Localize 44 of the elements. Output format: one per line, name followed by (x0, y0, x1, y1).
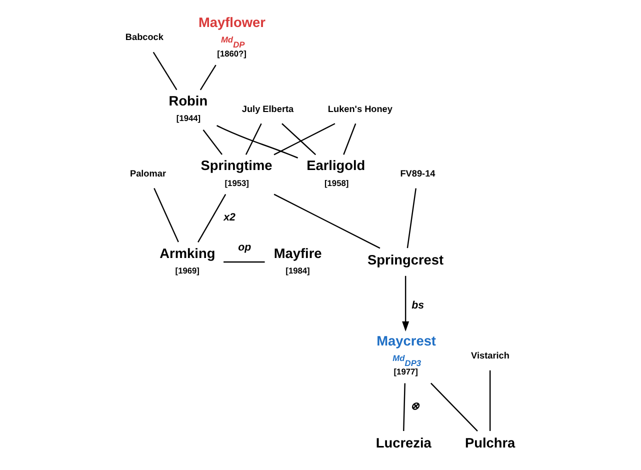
connector (152, 52, 178, 90)
node-text: Mayflower (198, 15, 266, 30)
node-text: Palomar (130, 168, 166, 178)
node-text: Mayfire (274, 246, 322, 261)
node-label: [1860?] (217, 48, 246, 58)
connector (198, 194, 226, 243)
node-label: [1984] (286, 265, 310, 276)
node-text: Maycrest (376, 333, 436, 348)
node-text: Springtime (200, 158, 272, 174)
connector (274, 123, 336, 156)
node-text: July Elberta (242, 104, 294, 114)
edge-label: bs (412, 299, 424, 312)
connector (274, 194, 380, 249)
node-label: [1944] (176, 113, 201, 124)
connector (224, 261, 265, 263)
connector (430, 382, 478, 432)
connector (245, 123, 262, 155)
node-text: Babcock (125, 32, 164, 42)
edge-label: x2 (224, 212, 236, 224)
connector (200, 64, 216, 90)
connector (343, 123, 356, 155)
connector (489, 370, 491, 431)
node-text: Armking (160, 246, 216, 261)
node-text: Luken's Honey (328, 104, 392, 114)
node-text: FV89-14 (400, 168, 436, 178)
node-text: Lucrezia (376, 435, 432, 450)
node-text: Earligold (306, 158, 366, 174)
edge-label: op (238, 241, 252, 254)
node-text: Robin (168, 94, 208, 109)
connector (406, 188, 416, 248)
connector (202, 129, 222, 155)
node-label: [1953] (224, 178, 249, 188)
connector (282, 123, 316, 156)
connector (403, 383, 406, 432)
connector (154, 188, 179, 242)
node-text: Pulchra (464, 435, 516, 450)
arrow (402, 276, 410, 332)
edge-label: ⊗ (410, 400, 420, 412)
connector (216, 125, 298, 158)
node-label: [1969] (175, 265, 200, 276)
node-text: Vistarich (471, 350, 510, 360)
node-label: [1977] (394, 366, 418, 377)
node-label: [1958] (324, 178, 349, 188)
node-text: Springcrest (368, 252, 444, 268)
